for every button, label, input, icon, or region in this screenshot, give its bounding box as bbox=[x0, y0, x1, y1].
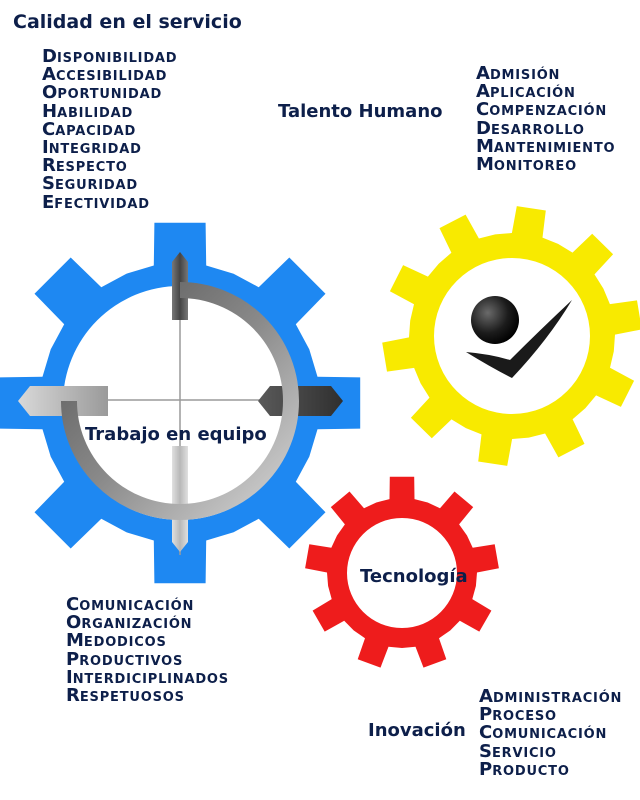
calidad-acronym-list: DisponibilidadAccesibilidadOportunidadHa… bbox=[42, 46, 178, 213]
talento-item-initial: M bbox=[476, 153, 494, 175]
yellow-gear bbox=[382, 206, 640, 466]
calidad-item-rest: isponibilidad bbox=[56, 51, 178, 66]
checkmark-person-icon bbox=[466, 296, 572, 378]
blue-gear-label: Trabajo en equipo bbox=[85, 424, 267, 445]
red-gear-body bbox=[305, 476, 499, 668]
inovacion-item: Comunicación bbox=[479, 722, 622, 744]
talento-item-initial: C bbox=[476, 99, 490, 121]
calidad-item-initial: I bbox=[42, 136, 49, 158]
trabajo-item: Organización bbox=[66, 612, 229, 634]
talento-item-initial: D bbox=[476, 117, 491, 139]
trabajo-item-rest: omunicación bbox=[79, 599, 195, 614]
calidad-item: Accesibilidad bbox=[42, 64, 177, 86]
trabajo-item-initial: C bbox=[66, 594, 80, 615]
talento-item: Aplicación bbox=[476, 81, 615, 103]
trabajo-item-initial: M bbox=[66, 630, 84, 652]
yellow-gear-body bbox=[382, 206, 640, 466]
calidad-item-initial: H bbox=[42, 100, 58, 122]
inovacion-item-initial: S bbox=[479, 740, 492, 762]
talento-item: Monitoreo bbox=[476, 153, 615, 175]
calidad-item-initial: O bbox=[42, 82, 58, 104]
inovacion-item-initial: A bbox=[479, 686, 493, 707]
inovacion-item-rest: roceso bbox=[492, 709, 557, 725]
calidad-title: Calidad en el servicio bbox=[13, 11, 242, 33]
trabajo-item-rest: edodicos bbox=[83, 635, 167, 651]
inovacion-acronym-list: AdministraciónProcesoComunicaciónServici… bbox=[479, 686, 623, 780]
talento-item: Mantenimiento bbox=[476, 135, 616, 157]
talento-item-initial: A bbox=[476, 63, 490, 84]
calidad-item: Disponibilidad bbox=[42, 46, 178, 67]
inovacion-item: Proceso bbox=[479, 704, 622, 726]
crosshair-icon bbox=[18, 252, 343, 555]
calidad-item-rest: portunidad bbox=[57, 87, 163, 103]
trabajo-item: Interdiciplinados bbox=[66, 666, 229, 688]
trabajo-item-rest: nterdiciplinados bbox=[72, 671, 229, 687]
trabajo-item-initial: R bbox=[66, 684, 80, 706]
inovacion-item-initial: P bbox=[479, 758, 493, 780]
inovacion-item: Administración bbox=[479, 686, 623, 707]
calidad-item-initial: R bbox=[42, 155, 56, 177]
trabajo-item: Comunicación bbox=[66, 594, 229, 615]
talento-item-rest: onitoreo bbox=[493, 158, 577, 174]
trabajo-item: Respetuosos bbox=[66, 684, 229, 706]
trabajo-item-initial: O bbox=[66, 612, 82, 634]
trabajo-item-rest: rganización bbox=[81, 617, 193, 633]
talento-title: Talento Humano bbox=[278, 101, 443, 122]
inovacion-item-initial: C bbox=[479, 722, 493, 744]
inovacion-item: Producto bbox=[479, 758, 622, 780]
calidad-item: Integridad bbox=[42, 136, 177, 158]
talento-item-rest: antenimiento bbox=[493, 140, 616, 156]
talento-item-rest: dmisión bbox=[489, 68, 561, 83]
calidad-item: Respecto bbox=[42, 155, 177, 177]
calidad-item: Habilidad bbox=[42, 100, 177, 122]
calidad-item-initial: A bbox=[42, 64, 56, 86]
calidad-item: Seguridad bbox=[42, 173, 177, 195]
trabajo-item-rest: roductivos bbox=[79, 653, 184, 669]
trabajo-item-initial: I bbox=[66, 666, 73, 688]
trabajo-item: Medodicos bbox=[66, 630, 229, 652]
calidad-item: Capacidad bbox=[42, 118, 177, 140]
calidad-item-rest: apacidad bbox=[55, 123, 137, 139]
calidad-item-rest: especto bbox=[55, 160, 128, 176]
inovacion-item-rest: omunicación bbox=[492, 727, 608, 743]
blue-gear bbox=[0, 222, 361, 584]
trabajo-item-initial: P bbox=[66, 648, 80, 670]
talento-item: Admisión bbox=[476, 63, 615, 84]
trabajo-item: Productivos bbox=[66, 648, 229, 670]
calidad-item-initial: C bbox=[42, 118, 56, 140]
talento-item: Desarrollo bbox=[476, 117, 615, 139]
inovacion-item-rest: roducto bbox=[492, 763, 570, 779]
calidad-item-rest: ntegridad bbox=[48, 141, 142, 157]
calidad-item-initial: E bbox=[42, 191, 55, 213]
calidad-item-initial: D bbox=[42, 46, 57, 67]
talento-item-rest: esarrollo bbox=[490, 122, 585, 138]
talento-acronym-list: AdmisiónAplicaciónCompenzaciónDesarrollo… bbox=[476, 63, 616, 175]
inovacion-item-rest: ervicio bbox=[491, 745, 557, 761]
calidad-item: Oportunidad bbox=[42, 82, 177, 104]
red-gear-label: Tecnología bbox=[360, 566, 468, 587]
inovacion-item-rest: dministración bbox=[492, 691, 623, 706]
calidad-item-rest: abilidad bbox=[57, 105, 134, 121]
calidad-item-initial: S bbox=[42, 173, 55, 195]
talento-item-initial: A bbox=[476, 81, 490, 103]
trabajo-item-rest: espetuosos bbox=[79, 689, 185, 705]
calidad-item: Efectividad bbox=[42, 191, 177, 213]
inovacion-item-initial: P bbox=[479, 704, 493, 726]
calidad-item-rest: eguridad bbox=[54, 178, 138, 194]
calidad-item-rest: fectividad bbox=[54, 196, 150, 212]
blue-gear-body bbox=[0, 222, 361, 584]
talento-item: Compenzación bbox=[476, 99, 615, 121]
talento-item-rest: plicación bbox=[489, 86, 576, 102]
calidad-item-rest: ccesibilidad bbox=[55, 69, 168, 85]
inovacion-title: Inovación bbox=[368, 720, 466, 741]
talento-item-rest: ompenzación bbox=[489, 104, 608, 120]
trabajo-acronym-list: ComunicaciónOrganizaciónMedodicosProduct… bbox=[66, 594, 229, 706]
red-gear bbox=[305, 476, 499, 668]
talento-item-initial: M bbox=[476, 135, 494, 157]
inovacion-item: Servicio bbox=[479, 740, 622, 762]
